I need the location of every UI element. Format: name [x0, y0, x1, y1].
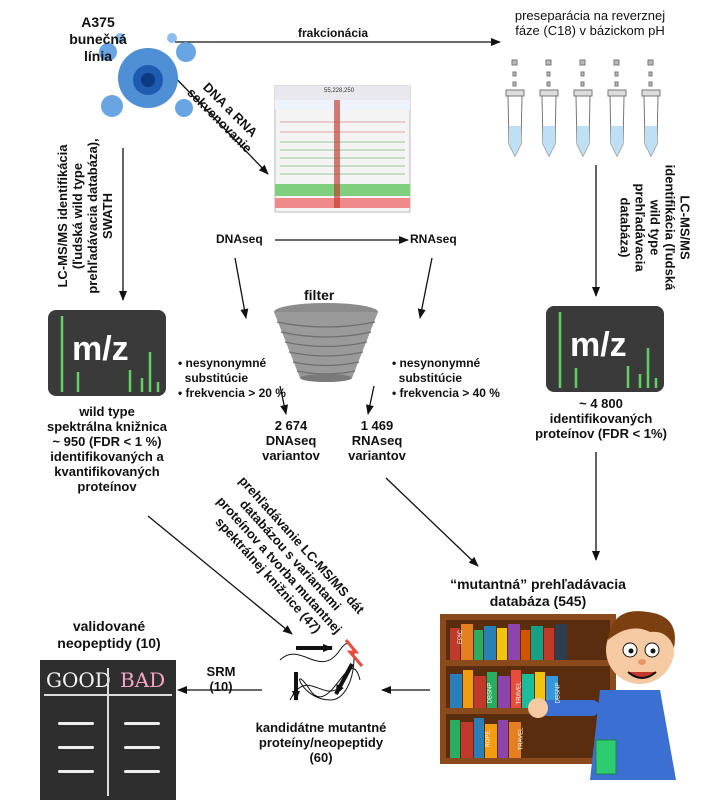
candidates-scribble-icon [279, 639, 364, 701]
mz-panel-right: m/z [546, 306, 664, 392]
tube-rack-icon [505, 59, 661, 158]
filter-criteria-dna: • nesynonymné substitúcie• frekvencia > … [178, 356, 286, 400]
good-bad-board: GOOD BAD [40, 660, 176, 800]
arrow-filter-rna [365, 385, 375, 415]
arrow-dna-filter [234, 257, 249, 319]
arrow-filter-dna [279, 385, 289, 415]
board-bad-label: BAD [120, 668, 166, 692]
seq-read-position: 55,228,250 [324, 88, 355, 94]
filter-label: filter [304, 287, 335, 303]
fractionation-label: frakcionácia [298, 26, 369, 40]
mz-label-right: m/z [570, 326, 627, 364]
filter-funnel-icon [274, 303, 378, 382]
rnaseq-label: RNAseq [410, 232, 457, 246]
arrow-variants-db [385, 477, 479, 567]
arrow-lib-candidates [147, 515, 293, 635]
arrow-rna-filter [417, 257, 433, 319]
cell-cluster-icon [99, 33, 196, 117]
dnaseq-label: DNAseq [216, 232, 263, 246]
mz-label-left: m/z [72, 330, 129, 368]
cartoon-boy-icon [528, 611, 676, 780]
board-good-label: GOOD [46, 668, 111, 692]
bookshelf-icon [440, 614, 616, 764]
srm-label: SRM(10) [206, 664, 236, 694]
filter-criteria-rna: • nesynonymné substitúcie• frekvencia > … [392, 356, 500, 400]
sequencing-image [274, 85, 411, 213]
mz-panel-left: m/z [48, 310, 166, 396]
arrow-sequencing [167, 69, 269, 175]
